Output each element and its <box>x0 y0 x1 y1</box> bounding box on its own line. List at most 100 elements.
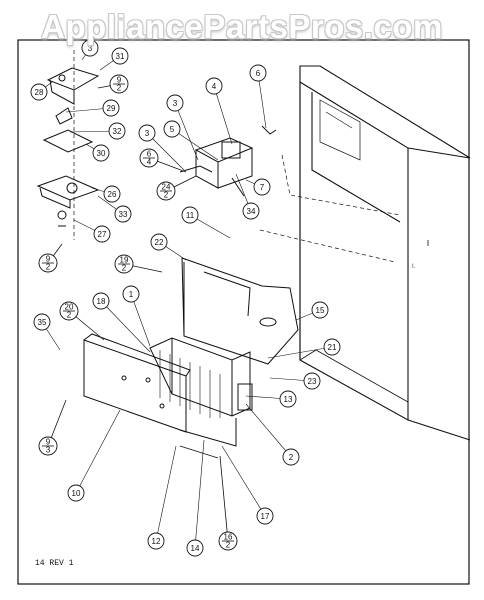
callout-label: 18 <box>97 297 106 306</box>
revision-label: 14 REV 1 <box>35 559 74 568</box>
leader-line <box>146 132 185 171</box>
callout-circle <box>114 205 132 223</box>
callout-label: 35 <box>38 318 47 327</box>
callout-label: 3 <box>173 99 178 108</box>
callout-label: 30 <box>97 149 106 158</box>
leader-line <box>171 128 219 161</box>
callout-circle <box>67 484 85 502</box>
callout-circle <box>242 202 260 220</box>
damper-motor-assembly <box>179 125 277 197</box>
callout-circle <box>102 99 120 117</box>
leader-line <box>267 346 333 359</box>
leader-line <box>213 85 233 145</box>
fraction-denominator: 2 <box>67 311 72 320</box>
leader-line <box>221 445 266 517</box>
callout-label: 23 <box>308 377 317 386</box>
leader-line <box>257 72 267 129</box>
callout-circle <box>122 285 140 303</box>
watermark: AppliancePartsPros.com <box>41 8 443 45</box>
leader-line <box>130 293 151 347</box>
cabinet-liner: I. <box>299 65 471 441</box>
callout-label: 22 <box>155 238 164 247</box>
svg-text:I.: I. <box>412 264 416 270</box>
callout-label: 14 <box>191 544 200 553</box>
callout-label: 27 <box>98 230 107 239</box>
fraction-numerator: 9 <box>46 438 51 447</box>
control-bracket-assembly <box>36 67 100 227</box>
callout-label: 6 <box>256 69 261 78</box>
leader-line <box>194 439 205 549</box>
callout-circle <box>253 178 271 196</box>
callout-circle <box>108 122 126 140</box>
callout-label: 21 <box>328 343 337 352</box>
callout-label: 17 <box>261 512 270 521</box>
callout-circle <box>205 77 223 95</box>
callout-label: 13 <box>284 395 293 404</box>
callout-label: 5 <box>170 125 175 134</box>
callout-circle <box>181 206 199 224</box>
leader-line <box>155 445 177 542</box>
callout-label: 11 <box>186 211 195 220</box>
callout-label: 29 <box>107 104 116 113</box>
leader-line <box>219 455 229 542</box>
callout-label: 32 <box>113 127 122 136</box>
callout-label: 4 <box>212 82 217 91</box>
fraction-denominator: 2 <box>46 263 51 272</box>
callout-circle <box>92 292 110 310</box>
callout-label: 12 <box>152 537 161 546</box>
callout-label: 3 <box>145 129 150 138</box>
fraction-denominator: 2 <box>164 191 169 200</box>
callout-circle <box>249 64 267 82</box>
callout-label: 28 <box>35 88 44 97</box>
callout-label: 3 <box>88 44 93 53</box>
fraction-numerator: 9 <box>117 76 122 85</box>
leader-line <box>245 403 292 458</box>
callout-circle <box>93 225 111 243</box>
leader-line <box>75 409 121 494</box>
callout-circle <box>279 390 297 408</box>
callout-circle <box>163 120 181 138</box>
fraction-numerator: 19 <box>120 256 129 265</box>
callout-circle <box>311 301 329 319</box>
callout-circle <box>138 124 156 142</box>
fraction-numerator: 24 <box>162 183 171 192</box>
callout-label: 34 <box>247 207 256 216</box>
callout-label: 7 <box>260 183 265 192</box>
evaporator-assembly <box>83 257 299 459</box>
callout-circle <box>166 94 184 112</box>
callout-circle <box>92 144 110 162</box>
callout-label: 26 <box>108 190 117 199</box>
callout-label: 2 <box>289 453 294 462</box>
callout-circle <box>30 83 48 101</box>
callout-circle <box>33 313 51 331</box>
callout-circle <box>147 532 165 550</box>
fraction-denominator: 2 <box>117 84 122 93</box>
fraction-denominator: 4 <box>147 158 152 167</box>
fraction-numerator: 20 <box>65 303 74 312</box>
fraction-numerator: 6 <box>147 150 152 159</box>
callout-circle <box>303 372 321 390</box>
fraction-numerator: 16 <box>224 533 233 542</box>
fraction-numerator: 9 <box>46 255 51 264</box>
fraction-denominator: 2 <box>226 541 231 550</box>
callout-circle <box>81 39 99 57</box>
leader-line <box>100 300 151 353</box>
callout-label: 31 <box>116 52 125 61</box>
leader-dashes <box>73 50 401 356</box>
page-border <box>17 39 470 585</box>
callout-circle <box>150 233 168 251</box>
fraction-denominator: 3 <box>46 446 51 455</box>
callout-circle <box>111 47 129 65</box>
callout-label: 33 <box>119 210 128 219</box>
callout-label: 1 <box>129 290 134 299</box>
callout-label: 10 <box>72 489 81 498</box>
callout-circle <box>282 448 300 466</box>
callout-label: 15 <box>316 306 325 315</box>
callout-circle <box>103 185 121 203</box>
callout-circle <box>256 507 274 525</box>
callout-circle <box>186 539 204 557</box>
